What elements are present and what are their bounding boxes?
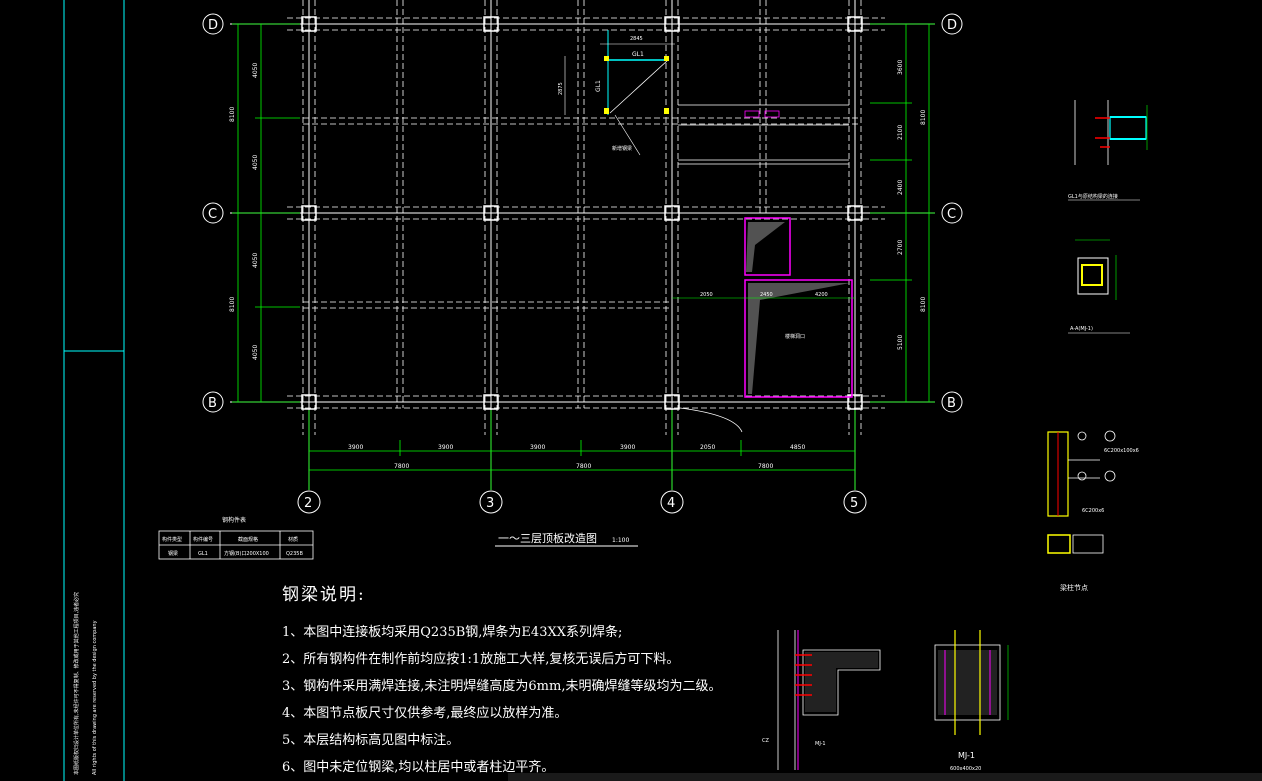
note-item-3: 3、钢构件采用满焊连接,未注明焊缝高度为6mm,未明确焊缝等级均为二级。 xyxy=(282,679,722,694)
weld-note-2: 6C200x6 xyxy=(1082,508,1104,514)
beam-lines xyxy=(287,0,885,435)
axis-label-5: 5 xyxy=(850,496,858,511)
table-cell-2: GL1 xyxy=(198,551,208,557)
note-item-1: 1、本图中连接板均采用Q235B钢,焊条为E43XX系列焊条; xyxy=(282,625,623,640)
mj1-sub: 600x400x20 xyxy=(950,766,981,772)
left-dimensions xyxy=(232,23,300,403)
opening-label: 楼梯洞口 xyxy=(785,333,805,340)
bottom-dimensions xyxy=(308,410,856,490)
gl1-label-top: GL1 xyxy=(632,51,644,58)
beam-node-caption: 梁柱节点 xyxy=(1060,583,1088,592)
axis-lines xyxy=(230,0,935,490)
axis-label-4: 4 xyxy=(667,496,675,511)
note-item-6: 6、图中未定位钢梁,均以柱居中或者柱边平齐。 xyxy=(282,760,555,775)
mj-label-small: MJ-1 xyxy=(815,741,826,747)
dim-right-inner-1: 3600 xyxy=(897,60,904,75)
cz-label: CZ xyxy=(762,738,769,744)
beam-column-node[interactable]: 6C200x100x6 6C200x6 梁柱节点 xyxy=(1047,430,1139,592)
dim-right-inner-4: 2700 xyxy=(897,240,904,255)
mj1-plate-detail[interactable]: MJ-1 600x400x20 xyxy=(934,630,1009,772)
axis-bubbles xyxy=(202,13,963,514)
dim-bottom-span-2: 7800 xyxy=(576,463,591,470)
design-notes: 钢梁说明: 1、本图中连接板均采用Q235B钢,焊条为E43XX系列焊条; 2、… xyxy=(282,580,722,781)
axis-label-C-left: C xyxy=(208,207,217,222)
dim-bottom-5: 2050 xyxy=(700,444,715,451)
opening-dim-3: 4200 xyxy=(815,292,828,298)
dim-bottom-3: 3900 xyxy=(530,444,545,451)
dim-left-inner-2: 4050 xyxy=(252,155,259,170)
right-dimensions xyxy=(870,23,935,403)
dim-bottom-1: 3900 xyxy=(348,444,363,451)
table-header-3: 截面规格 xyxy=(238,536,258,543)
title-block-sidebar: 本图纸版权归设计单位所有,未经许可不得复制、修改或用于其他工程项目,违者必究 A… xyxy=(63,0,125,781)
axis-label-D-right: D xyxy=(947,18,957,33)
floor-plan[interactable]: 8100 8100 4050 4050 4050 4050 3600 2100 … xyxy=(202,0,963,547)
axis-label-2: 2 xyxy=(304,496,312,511)
stair-opening[interactable]: 2050 2450 4200 楼梯洞口 xyxy=(672,217,855,433)
note-item-5: 5、本层结构标高见图中标注。 xyxy=(282,733,460,748)
sidebar-vertical-text-en: All rights of this drawing are reserved … xyxy=(92,620,98,775)
opening-dim-2: 2450 xyxy=(760,292,773,298)
mj-section-detail[interactable]: MJ-1 CZ xyxy=(762,630,881,770)
section-note: 新增钢梁 xyxy=(612,145,632,152)
axis-label-C-right: C xyxy=(947,207,956,222)
dim-bottom-2: 3900 xyxy=(438,444,453,451)
drawing-title: 一～三层顶板改造图 xyxy=(498,531,597,545)
dim-right-inner-5: 5100 xyxy=(897,335,904,350)
columns xyxy=(301,16,863,410)
member-table: 钢构件表 构件类型 构件编号 截面规格 材质 钢梁 GL1 方钢(B)口200X… xyxy=(158,516,314,560)
dim-left-outer-1: 8100 xyxy=(229,107,236,122)
gl1-dim-w: 2845 xyxy=(630,36,643,42)
dim-bottom-span-1: 7800 xyxy=(394,463,409,470)
gl1-detail[interactable]: 2845 2875 GL1 GL1 新增钢梁 xyxy=(558,30,675,156)
dim-bottom-4: 3900 xyxy=(620,444,635,451)
section-aa-detail[interactable]: A-A(MJ-1) xyxy=(1068,239,1130,334)
table-cell-1: 钢梁 xyxy=(168,550,178,557)
member-table-title: 钢构件表 xyxy=(222,516,246,524)
note-item-4: 4、本图节点板尺寸仅供参考,最终应以放样为准。 xyxy=(282,706,568,721)
status-strip xyxy=(508,773,1262,781)
dim-right-inner-3: 2400 xyxy=(897,180,904,195)
note-item-2: 2、所有钢构件在制作前均应按1:1放施工大样,复核无误后方可下料。 xyxy=(282,652,680,667)
dim-left-inner-4: 4050 xyxy=(252,345,259,360)
dim-right-inner-2: 2100 xyxy=(897,125,904,140)
dim-left-outer-2: 8100 xyxy=(229,297,236,312)
dim-right-outer-2: 8100 xyxy=(920,297,927,312)
mj1-caption: MJ-1 xyxy=(958,751,975,760)
dim-right-outer-1: 8100 xyxy=(920,110,927,125)
notes-title: 钢梁说明: xyxy=(282,585,366,605)
table-header-4: 材质 xyxy=(288,536,298,543)
dim-left-inner-1: 4050 xyxy=(252,63,259,78)
axis-label-B-right: B xyxy=(947,396,956,411)
sidebar-vertical-text: 本图纸版权归设计单位所有,未经许可不得复制、修改或用于其他工程项目,违者必究 xyxy=(73,592,80,775)
dim-bottom-6: 4850 xyxy=(790,444,805,451)
gl1-connection-detail[interactable]: GL1与原结构梁的连接 xyxy=(1068,100,1148,201)
opening-dim-1: 2050 xyxy=(700,292,713,298)
axis-label-D-left: D xyxy=(208,18,218,33)
weld-note-1: 6C200x100x6 xyxy=(1104,448,1139,454)
section-aa-caption: A-A(MJ-1) xyxy=(1070,326,1093,332)
table-header-1: 构件类型 xyxy=(162,536,182,543)
gl1-node-caption: GL1与原结构梁的连接 xyxy=(1068,193,1118,200)
gl1-dim-h: 2875 xyxy=(558,82,564,95)
table-cell-4: Q235B xyxy=(286,551,303,557)
axis-label-3: 3 xyxy=(486,496,494,511)
dim-left-inner-3: 4050 xyxy=(252,253,259,268)
table-cell-3: 方钢(B)口200X100 xyxy=(224,550,269,557)
axis-label-B-left: B xyxy=(208,396,217,411)
table-header-2: 构件编号 xyxy=(193,536,213,543)
drawing-scale: 1:100 xyxy=(612,537,629,544)
new-beams-upper-right xyxy=(678,104,849,165)
gl1-label-side: GL1 xyxy=(595,80,602,92)
dim-bottom-span-3: 7800 xyxy=(758,463,773,470)
